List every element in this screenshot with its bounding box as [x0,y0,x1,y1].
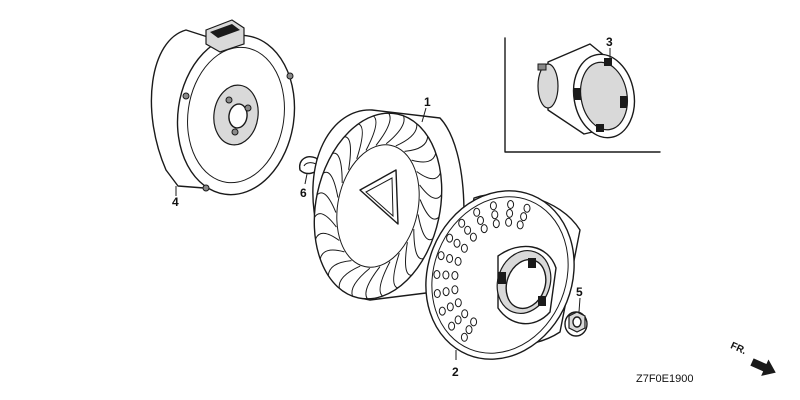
fan-blade [365,266,381,300]
pulley-vent-hole [437,251,445,261]
fan-blade [313,213,337,228]
fan-blade [338,265,361,289]
direction-arrow-icon [750,358,776,376]
pulley-vent-hole [448,321,456,331]
leader-lines [175,48,611,360]
fan-blade [316,192,337,213]
direction-marker: FR. [729,340,776,376]
pulley-vent-hole [520,212,528,222]
pulley-vent-hole [516,220,524,230]
pulley-vent-hole [446,254,454,263]
fan-blade [327,260,352,276]
fan-blade [405,242,412,276]
cooling-fan-part [312,109,465,301]
fan-blade [416,171,441,180]
starter-cup-inset [504,37,661,153]
pulley-vent-hole [492,219,500,229]
fan-blade [404,136,429,152]
fan-blade [332,152,343,184]
pulley-vent-hole [451,285,459,295]
fan-blade [379,261,391,297]
pulley-vent-hole [438,306,446,316]
pulley-vent-hole [489,201,497,211]
pulley-vent-hole [506,208,514,218]
pulley-vent-hole [465,325,473,335]
pulley-vent-hole [446,302,454,312]
callout-part5: 5 [576,285,583,299]
pulley-vent-hole [477,216,484,225]
pulley-vent-hole [491,210,499,220]
pulley-vent-hole [523,203,531,213]
callout-part2: 2 [452,365,459,379]
callout-part4: 4 [172,195,179,209]
fan-blade [395,123,418,147]
pulley-vent-hole [460,243,468,253]
fan-blade [319,249,345,260]
flywheel-part [150,19,296,196]
fan-blade [351,267,371,297]
fan-blade [322,171,339,198]
pulley-vent-hole [469,232,477,242]
fan-blade [417,214,434,241]
callout-part1: 1 [424,95,431,109]
pulley-vent-hole [453,238,461,248]
pulley-vent-hole [507,200,515,209]
fan-blade [356,123,363,159]
pulley-vent-hole [505,217,513,227]
pulley-vent-hole [442,287,450,297]
pulley-vent-hole [480,224,488,234]
callout-part3: 3 [606,35,613,49]
flange-nut-part [564,311,588,337]
fan-blade [375,112,391,146]
fan-blade [315,232,340,241]
pulley-vent-hole [464,225,472,235]
callout-part6: 6 [300,186,307,200]
pulley-vent-hole [454,298,462,308]
pulley-vent-hole [460,332,468,342]
leader-part5 [578,297,581,313]
pulley-vent-hole [461,309,469,319]
leader-part6 [304,173,308,185]
fan-blade [419,199,440,220]
callouts: 1 2 3 4 5 6 [172,35,613,379]
fan-blade [393,253,400,289]
pulley-vent-hole [451,271,459,280]
pulley-vent-hole [433,289,441,298]
direction-marker-label: FR. [729,340,748,357]
pulley-vent-hole [442,270,450,280]
pulley-vent-hole [433,270,441,279]
pulley-vent-hole [446,233,454,243]
fan-blade [344,136,351,170]
pulley-vent-hole [458,218,466,228]
pulley-vent-hole [473,207,481,217]
drawing-code: Z7F0E1900 [636,373,693,385]
pulley-vent-hole [470,317,478,327]
starter-pulley-part [425,190,581,360]
fan-blade [413,228,424,260]
leader-part1 [421,107,427,123]
fan-blade [419,184,443,199]
fan-blade [411,152,437,163]
pulley-vent-hole [454,256,462,266]
fan-blade [385,115,405,145]
pulley-vent-hole [454,315,462,325]
fan-blade [365,115,377,151]
